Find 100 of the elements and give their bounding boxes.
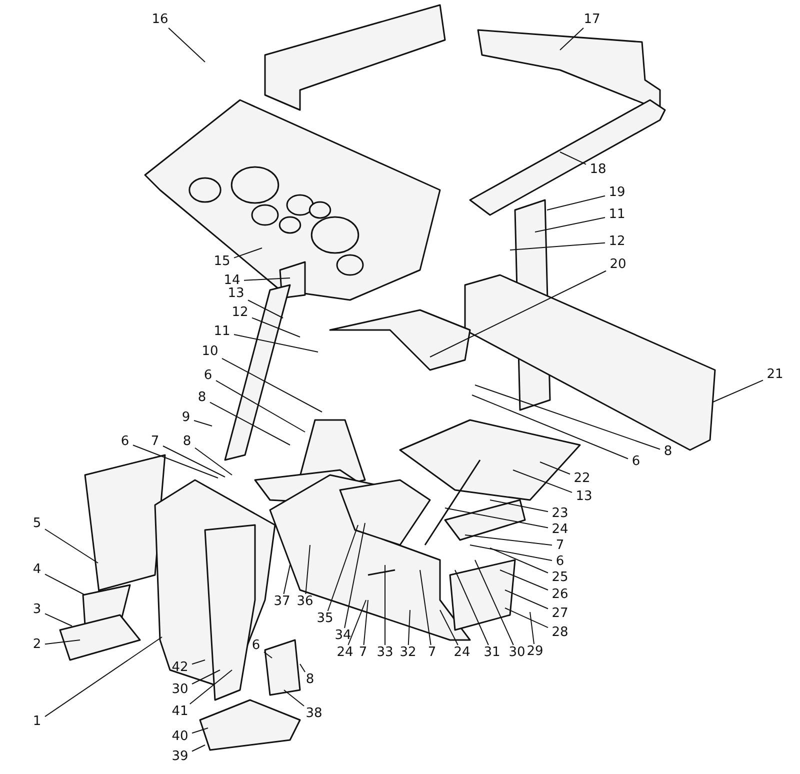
callout-number: 4 (32, 563, 42, 577)
callout-number: 6 (250, 639, 262, 653)
callout-number: 8 (182, 435, 192, 449)
leader-line (192, 744, 206, 752)
leader-line (192, 670, 220, 684)
callout-number: 5 (32, 517, 42, 531)
leader-line (264, 652, 272, 658)
callout-number: 24 (336, 646, 354, 660)
leader-line (440, 610, 458, 646)
leader-line (712, 380, 764, 402)
leader-line (44, 640, 80, 645)
leader-line (510, 242, 606, 250)
leader-line (546, 195, 606, 210)
callout-number: 9 (180, 411, 192, 425)
leader-line (470, 544, 552, 561)
callout-number: 6 (202, 369, 214, 383)
callout-number: 40 (170, 730, 190, 744)
callout-number: 23 (550, 507, 570, 521)
callout-number: 39 (170, 750, 190, 764)
leader-line (244, 278, 290, 281)
callout-number: 11 (212, 325, 232, 339)
leader-line (234, 248, 262, 258)
callout-number: 19 (608, 186, 626, 200)
callout-number: 14 (222, 274, 242, 288)
leader-line (420, 570, 432, 646)
leader-line (192, 660, 206, 665)
callout-number: 8 (196, 391, 208, 405)
callout-number: 33 (376, 646, 394, 660)
callout-number: 17 (582, 13, 602, 27)
callout-number: 32 (398, 646, 418, 660)
leader-line (222, 358, 322, 412)
leader-line (234, 334, 318, 352)
leader-line (252, 317, 300, 338)
leader-line (560, 152, 586, 165)
callout-number: 28 (550, 626, 570, 640)
callout-number: 42 (170, 661, 190, 675)
leader-line (530, 612, 534, 644)
callout-number: 8 (304, 673, 316, 687)
callout-number: 29 (526, 645, 544, 659)
leader-line (474, 384, 660, 450)
callout-number: 30 (170, 683, 190, 697)
callout-number: 7 (554, 539, 566, 553)
leader-line (504, 590, 548, 610)
callout-number: 36 (296, 595, 314, 609)
callout-number: 3 (32, 603, 42, 617)
leader-line (560, 28, 584, 50)
leader-line (44, 636, 162, 718)
leader-line (500, 570, 548, 590)
leader-line (472, 394, 628, 460)
leader-line (464, 534, 552, 546)
leader-line (534, 217, 606, 232)
callout-number: 7 (150, 435, 160, 449)
callout-number: 1 (32, 715, 42, 729)
leader-line (327, 524, 358, 612)
leader-line (248, 300, 284, 318)
callout-number: 31 (482, 646, 502, 660)
callout-number: 8 (662, 445, 674, 459)
callout-number: 18 (588, 163, 608, 177)
callout-number: 7 (358, 646, 368, 660)
callout-number: 34 (334, 629, 352, 643)
leader-line (168, 28, 206, 62)
leader-line (300, 664, 306, 672)
leader-line (44, 528, 98, 564)
callout-number: 25 (550, 571, 570, 585)
leader-line (194, 420, 212, 426)
leader-line (210, 402, 290, 446)
leader-line (490, 500, 548, 512)
leader-line (430, 270, 606, 358)
callout-number: 12 (608, 235, 626, 249)
callout-number: 38 (304, 707, 324, 721)
callout-number: 37 (272, 595, 292, 609)
leader-line (504, 608, 548, 628)
callout-number: 27 (550, 607, 570, 621)
leader-line (344, 522, 366, 628)
leader-line (444, 508, 548, 528)
callout-number: 16 (150, 13, 170, 27)
leader-line (408, 610, 410, 646)
callout-number: 30 (508, 646, 526, 660)
callout-number: 15 (212, 255, 232, 269)
callout-number: 22 (572, 472, 592, 486)
callout-number: 20 (608, 258, 628, 272)
callout-number: 26 (550, 588, 570, 602)
callout-number: 24 (550, 523, 570, 537)
leader-line (305, 544, 310, 594)
callout-number: 13 (226, 287, 246, 301)
leader-line (540, 462, 570, 475)
callout-number: 21 (766, 368, 784, 382)
callout-number: 13 (574, 490, 594, 504)
leader-line (363, 600, 368, 646)
leader-line (216, 380, 306, 432)
leader-line (189, 670, 232, 704)
leader-line (348, 600, 366, 646)
callout-number: 6 (630, 455, 642, 469)
callout-number: 2 (32, 638, 42, 652)
callout-number: 6 (120, 435, 130, 449)
leader-line (512, 470, 572, 493)
callout-number: 35 (316, 612, 334, 626)
leader-line (454, 570, 489, 646)
leader-line (283, 564, 290, 594)
callout-number: 24 (452, 646, 472, 660)
